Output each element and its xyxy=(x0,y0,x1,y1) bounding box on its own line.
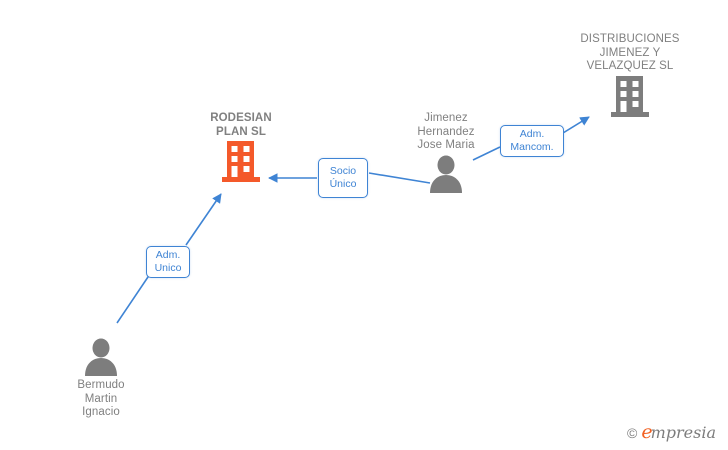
node-bermudo-label: Bermudo Martin Ignacio xyxy=(77,379,125,418)
node-rodesian-label: RODESIAN PLAN SL xyxy=(210,112,272,138)
brand-initial: e xyxy=(641,421,653,443)
edge-bermudo-to-adm-unico xyxy=(116,273,151,324)
person-icon[interactable] xyxy=(400,153,492,193)
edge-adm-mancom-to-distribuciones xyxy=(562,116,590,134)
node-bermudo[interactable]: Bermudo Martin Ignacio xyxy=(56,336,146,420)
watermark-empresia: © empresia xyxy=(627,423,716,442)
node-jimenez-label: Jimenez Hernandez Jose Maria xyxy=(417,112,475,151)
edge-adm-unico-to-rodesian xyxy=(185,193,222,246)
node-distribuciones[interactable]: DISTRIBUCIONES JIMENEZ Y VELAZQUEZ SL xyxy=(564,33,696,118)
relation-adm-unico[interactable]: Adm. Unico xyxy=(146,246,190,278)
node-distribuciones-label: DISTRIBUCIONES JIMENEZ Y VELAZQUEZ SL xyxy=(580,33,680,72)
node-jimenez[interactable]: Jimenez Hernandez Jose Maria xyxy=(400,112,492,193)
building-icon[interactable] xyxy=(564,74,696,118)
node-rodesian[interactable]: RODESIAN PLAN SL xyxy=(196,112,286,183)
person-icon[interactable] xyxy=(56,336,146,376)
brand-wordmark: empresia xyxy=(641,423,716,442)
brand-rest: mpresia xyxy=(650,423,716,442)
relation-adm-mancom[interactable]: Adm. Mancom. xyxy=(500,125,564,157)
building-icon[interactable] xyxy=(196,139,286,183)
copyright-symbol: © xyxy=(627,424,638,441)
relation-socio-unico[interactable]: Socio Único xyxy=(318,158,368,198)
